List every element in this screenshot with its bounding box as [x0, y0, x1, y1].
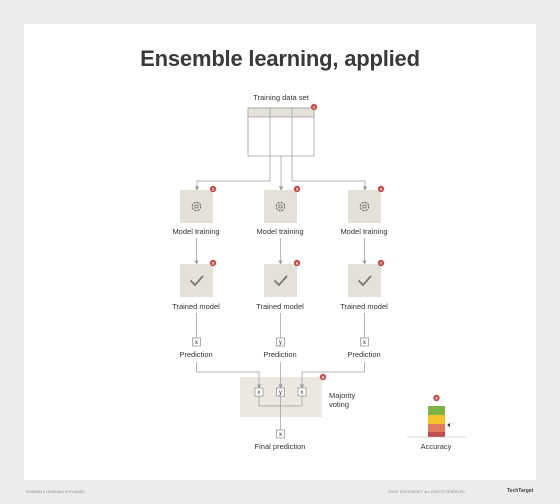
badge-accuracy: 9 — [433, 394, 440, 402]
accuracy-meter — [407, 406, 466, 438]
pointer-icon — [447, 423, 450, 427]
trained-model-box-2 — [264, 264, 297, 297]
vote-box-3: x — [297, 387, 307, 397]
svg-text:x: x — [279, 432, 282, 438]
trained-model-label-1: Trained model — [172, 302, 220, 311]
model-training-label-3: Model training — [340, 227, 388, 236]
checkmark-icon — [189, 275, 204, 287]
output-box-1: x — [192, 337, 201, 347]
model-training-box-2 — [264, 190, 297, 223]
trained-model-box-3 — [348, 264, 381, 297]
badge-trained-model-3: 7 — [377, 259, 385, 267]
svg-text:y: y — [279, 390, 282, 396]
svg-text:6: 6 — [296, 261, 299, 266]
trained-model-label-2: Trained model — [256, 302, 304, 311]
svg-text:9: 9 — [435, 396, 438, 401]
footer-copyright: ©2023 TECHTARGET. ALL RIGHTS RESERVED — [388, 490, 465, 494]
prediction-label-2: Prediction — [263, 350, 297, 359]
prediction-label-3: Prediction — [347, 350, 381, 359]
accuracy-label: Accuracy — [420, 442, 452, 451]
gear-icon — [191, 201, 202, 212]
output-box-2: y — [276, 337, 285, 347]
svg-text:5: 5 — [212, 261, 215, 266]
svg-text:x: x — [301, 390, 304, 396]
svg-text:2: 2 — [212, 187, 215, 192]
badge-trained-model-1: 5 — [209, 259, 217, 267]
model-training-label-1: Model training — [172, 227, 220, 236]
voting-panel — [240, 377, 322, 417]
model-training-box-3 — [348, 190, 381, 223]
diagram-title: Ensemble learning, applied — [140, 46, 420, 71]
model-training-label-2: Model training — [256, 227, 304, 236]
connectors-data-to-training — [194, 156, 368, 191]
majority-voting-label-line2: voting — [329, 400, 350, 409]
svg-text:4: 4 — [380, 187, 383, 192]
badge-model-training-3: 4 — [377, 185, 385, 193]
gear-icon — [359, 201, 370, 212]
connectors-trained-to-output — [196, 313, 365, 338]
svg-text:y: y — [279, 340, 282, 346]
svg-text:1: 1 — [313, 105, 316, 110]
connectors-voting-to-final — [258, 396, 303, 430]
trained-model-box-1 — [180, 264, 213, 297]
svg-text:8: 8 — [322, 375, 325, 380]
connectors-prediction-to-voting — [196, 362, 365, 389]
training-data-table — [247, 107, 315, 157]
gear-icon — [275, 201, 286, 212]
svg-text:x: x — [363, 340, 366, 346]
footer-left: ENSEMBLE LEARNING EXPLAINED — [26, 490, 85, 494]
vote-box-2: y — [276, 387, 285, 397]
badge-model-training-2: 3 — [293, 185, 301, 193]
badge-voting: 8 — [319, 373, 327, 381]
svg-text:x: x — [258, 390, 261, 396]
connectors-training-to-trained — [194, 238, 367, 265]
model-training-box-1 — [180, 190, 213, 223]
output-box-3: x — [360, 337, 369, 347]
svg-text:x: x — [195, 340, 198, 346]
training-data-label: Training data set — [253, 93, 309, 102]
vote-box-1: x — [254, 387, 264, 397]
badge-trained-model-2: 6 — [293, 259, 301, 267]
final-output-box: x — [276, 429, 285, 439]
badge-model-training-1: 2 — [209, 185, 217, 193]
trained-model-label-3: Trained model — [340, 302, 388, 311]
prediction-label-1: Prediction — [179, 350, 213, 359]
badge-training-data: 1 — [310, 103, 318, 111]
svg-text:3: 3 — [296, 187, 299, 192]
majority-voting-label-line1: Majority — [329, 391, 356, 400]
checkmark-icon — [273, 275, 288, 287]
checkmark-icon — [357, 275, 372, 287]
brand-logo: TechTarget — [507, 488, 534, 494]
svg-text:7: 7 — [380, 261, 383, 266]
final-prediction-label: Final prediction — [254, 442, 306, 451]
